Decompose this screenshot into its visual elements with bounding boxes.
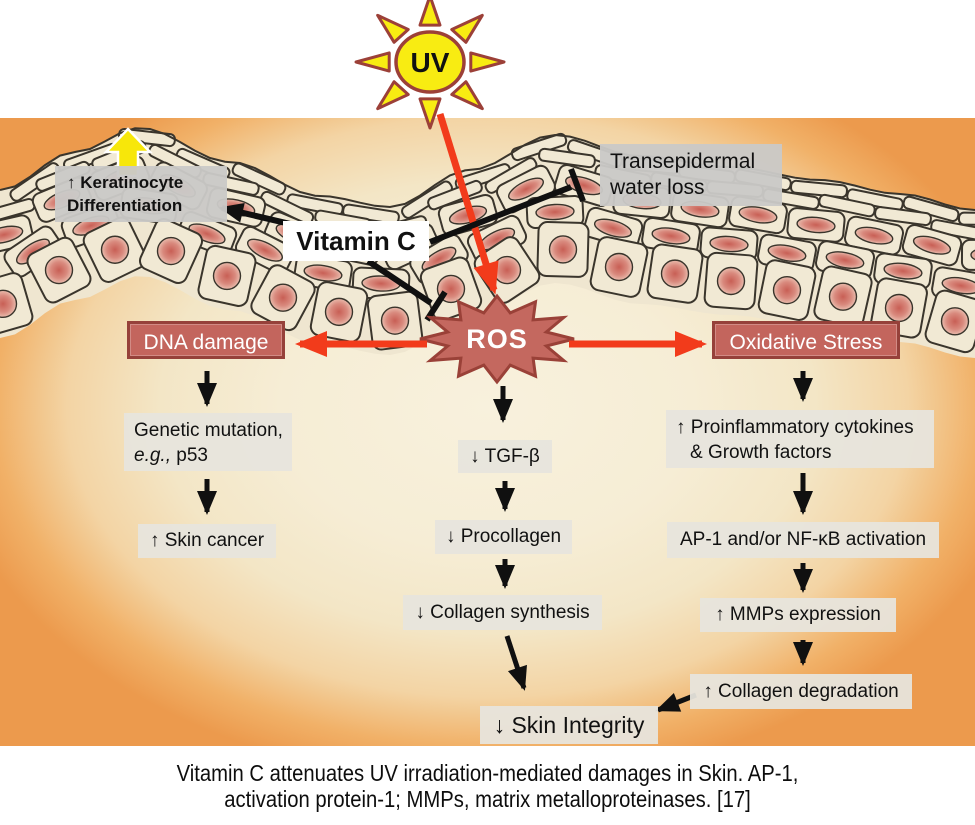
mmps-expression-node: ↑ MMPs expression [700, 598, 896, 632]
tgf-beta-node: ↓ TGF-β [458, 440, 552, 473]
p53-text: p53 [171, 445, 208, 466]
proinflammatory-node: ↑ Proinflammatory cytokines & Growth fac… [666, 410, 934, 468]
transepidermal-water-loss-label: Transepidermal water loss [600, 144, 782, 206]
caption-line2: activation protein-1; MMPs, matrix metal… [59, 786, 917, 812]
procollagen-node: ↓ Procollagen [435, 520, 572, 554]
collagen-synthesis-node: ↓ Collagen synthesis [403, 595, 602, 630]
vitamin-c-label: Vitamin C [283, 221, 429, 261]
genetic-mutation-node: Genetic mutation, e.g., p53 [124, 413, 292, 471]
keratinocyte-differentiation-label: ↑ Keratinocyte Differentiation [55, 166, 227, 222]
transepidermal-line2: water loss [610, 175, 782, 201]
sun-uv-icon: UV [356, 0, 504, 128]
sun-label: UV [411, 47, 450, 78]
skin-integrity-node: ↓ Skin Integrity [480, 706, 658, 744]
oxidative-stress-node: Oxidative Stress [712, 321, 900, 359]
collagen-degradation-node: ↑ Collagen degradation [690, 674, 912, 709]
transepidermal-line1: Transepidermal [610, 149, 782, 175]
proinflammatory-line2: & Growth factors [676, 440, 934, 465]
dna-damage-node: DNA damage [127, 321, 285, 359]
caption-line1: Vitamin C attenuates UV irradiation-medi… [59, 760, 917, 786]
nfkb-activation-node: AP-1 and/or NF-κB activation [667, 522, 939, 558]
keratinocyte-line1: ↑ Keratinocyte [67, 171, 227, 194]
skin-cancer-node: ↑ Skin cancer [138, 524, 276, 558]
genetic-mutation-line1: Genetic mutation, [134, 418, 292, 443]
eg-italic: e.g., [134, 445, 171, 466]
genetic-mutation-line2: e.g., p53 [134, 443, 292, 468]
proinflammatory-line1: ↑ Proinflammatory cytokines [676, 415, 934, 440]
keratinocyte-line2: Differentiation [67, 194, 227, 217]
figure-caption: Vitamin C attenuates UV irradiation-medi… [0, 760, 975, 812]
